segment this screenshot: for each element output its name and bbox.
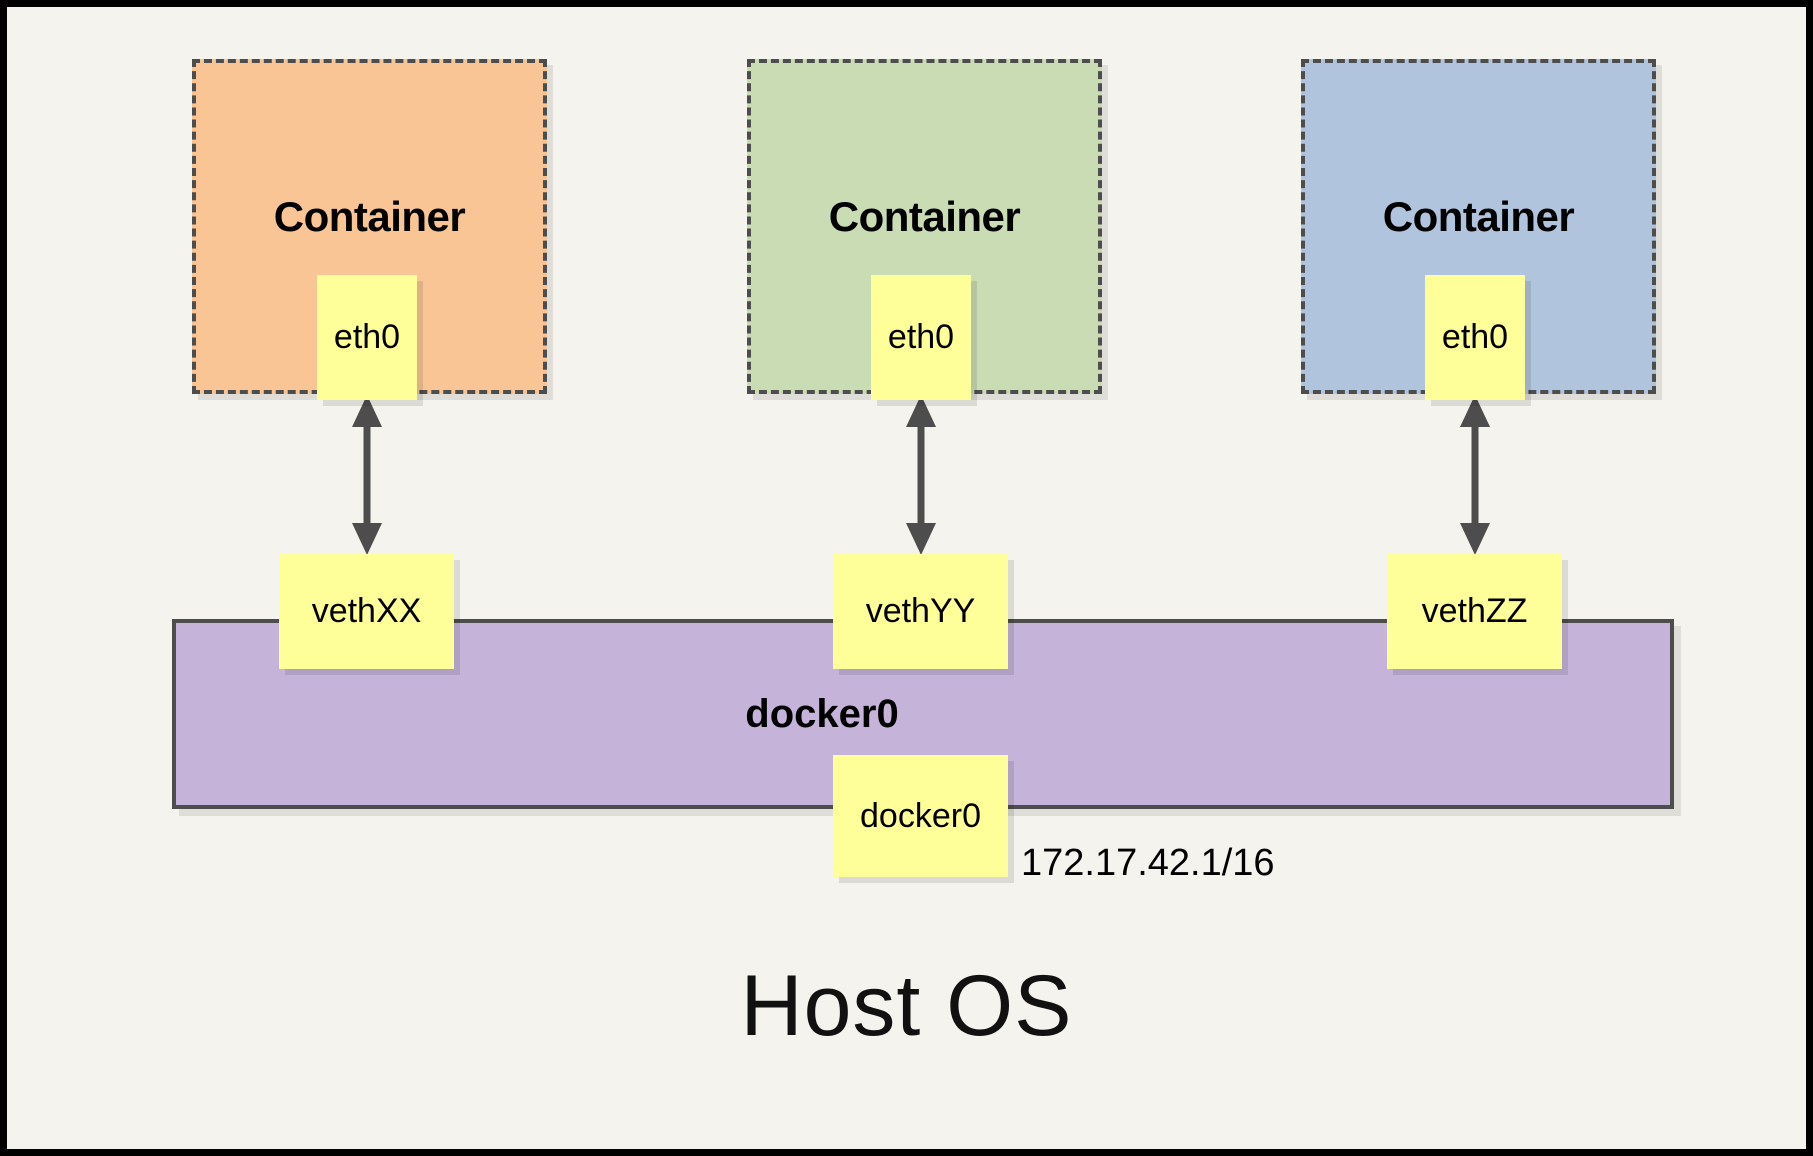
veth-box-1: vethXX: [279, 554, 454, 669]
veth-label-1: vethXX: [311, 592, 422, 630]
container-eth0-label-3: eth0: [1441, 318, 1509, 356]
host-os-title: Host OS: [740, 958, 1073, 1054]
docker0-port-box: docker0: [833, 755, 1008, 877]
docker0-bridge-label: docker0: [745, 692, 899, 736]
eth0-to-vethXX-arrow: [352, 395, 382, 555]
veth-label-3: vethZZ: [1421, 592, 1528, 630]
container-eth0-box-2: eth0: [871, 275, 971, 400]
container-eth0-label-2: eth0: [887, 318, 955, 356]
container-title-2: Container: [828, 193, 1021, 240]
container-title-1: Container: [273, 193, 466, 240]
veth-box-3: vethZZ: [1387, 554, 1562, 669]
container-title-3: Container: [1382, 193, 1575, 240]
container-eth0-box-3: eth0: [1425, 275, 1525, 400]
container-eth0-label-1: eth0: [333, 318, 401, 356]
container-eth0-box-1: eth0: [317, 275, 417, 400]
eth0-to-vethYY-arrow: [906, 395, 936, 555]
eth0-to-vethZZ-arrow: [1460, 395, 1490, 555]
veth-box-2: vethYY: [833, 554, 1008, 669]
docker0-ip-label: 172.17.42.1/16: [1021, 842, 1275, 884]
docker0-port-label: docker0: [860, 796, 981, 835]
veth-label-2: vethYY: [865, 592, 976, 630]
